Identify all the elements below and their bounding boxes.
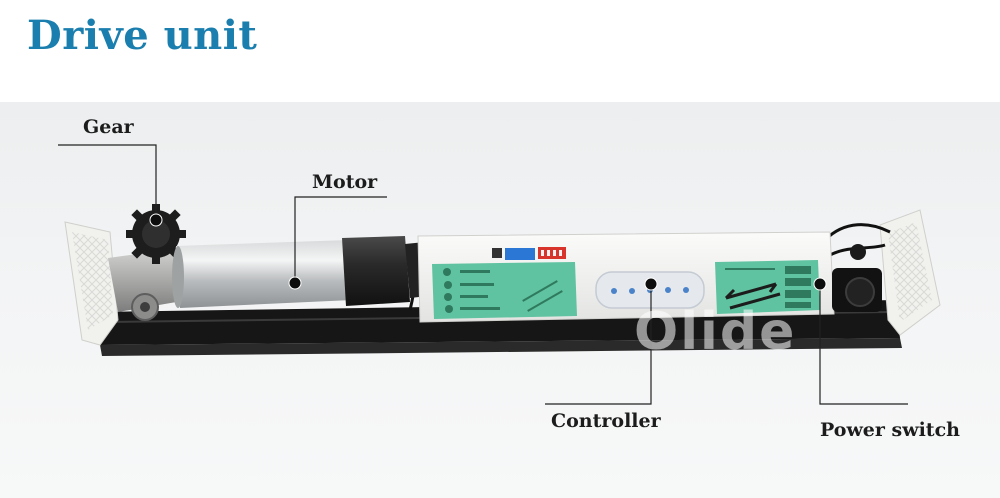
power-switch	[832, 244, 882, 312]
gearbox	[108, 248, 188, 321]
controller-housing	[417, 231, 835, 323]
power-switch-label: Power switch	[820, 419, 960, 441]
left-end-bracket	[64, 221, 119, 346]
motor	[172, 236, 428, 308]
motor-label: Motor	[312, 171, 378, 193]
page-title: Drive unit	[27, 12, 258, 59]
callout-points	[149, 213, 827, 291]
watermark-logo: Olide	[634, 302, 797, 362]
power-switch-callout-point	[813, 277, 827, 291]
gear-label: Gear	[83, 116, 134, 138]
controller-callout-point	[644, 277, 658, 291]
gear-callout-point	[149, 213, 163, 227]
motor-callout-point	[288, 276, 302, 290]
right-end-bracket	[879, 209, 941, 336]
leader-lines	[58, 144, 908, 405]
controller-label: Controller	[551, 410, 661, 432]
